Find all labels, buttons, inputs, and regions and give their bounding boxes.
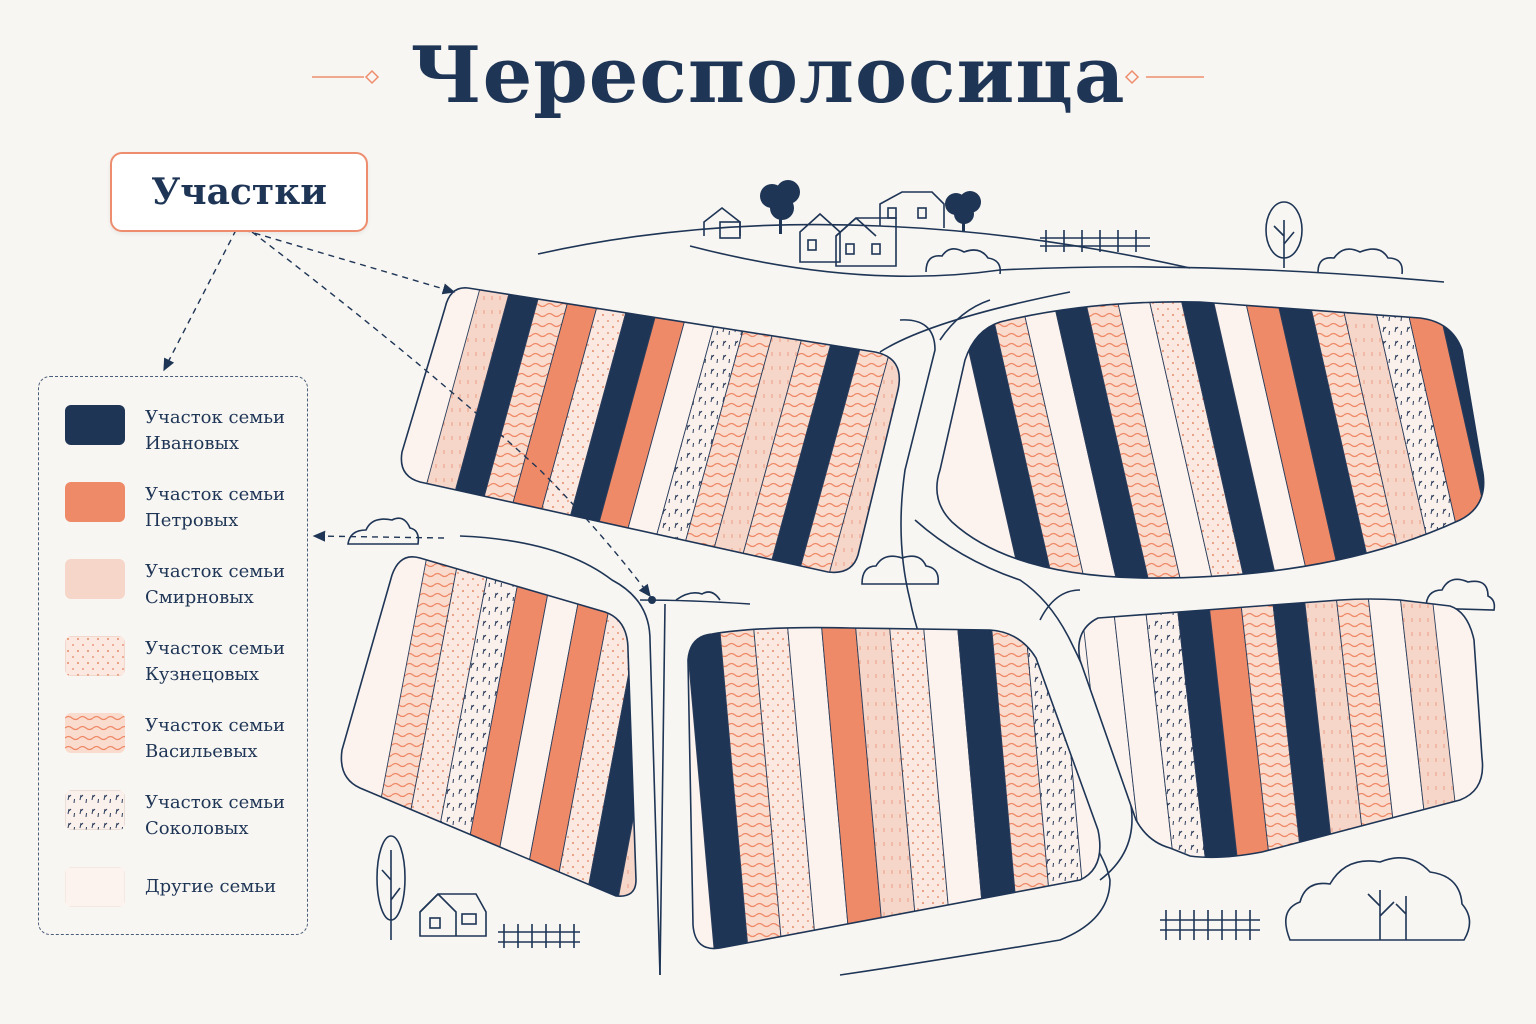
- legend-label-smirnov: Участок семьи Смирновых: [145, 561, 286, 608]
- strip-ivanov: [760, 287, 883, 573]
- legend-swatch-other: [65, 867, 125, 907]
- strip-vasiliev: [986, 301, 1090, 579]
- field-top-left: [400, 287, 900, 574]
- legend-swatch-sokolov: [65, 790, 125, 830]
- strip-sokolov: [1370, 301, 1474, 579]
- strip-petrov: [1207, 599, 1271, 858]
- strip-petrov: [1242, 301, 1346, 579]
- legend-item-petrov: Участок семьи Петровых: [65, 482, 305, 542]
- road-junction-dot: [648, 596, 656, 604]
- field-bottom-right: [1078, 598, 1484, 859]
- page-title: Чересполосица: [410, 30, 1126, 121]
- legend-label-kuznetsov: Участок семьи Кузнецовых: [145, 638, 286, 685]
- legend-label-vasiliev: Участок семьи Васильевых: [145, 715, 286, 762]
- plots-label: Участки: [151, 171, 327, 213]
- strip-sokolov: [423, 556, 527, 897]
- strip-sokolov: [638, 287, 761, 573]
- legend-item-sokolov: Участок семьи Соколовых: [65, 790, 305, 850]
- legend-swatch-ivanov: [65, 405, 125, 445]
- field-bottom-center: [687, 626, 1101, 950]
- roads: [459, 291, 1133, 976]
- strip-vasiliev: [990, 627, 1056, 949]
- legend-item-vasiliev: Участок семьи Васильевых: [65, 713, 305, 773]
- legend-label-petrov: Участок семьи Петровых: [145, 484, 286, 531]
- legend-item-other: Другие семьи: [65, 867, 305, 927]
- strip-ivanov: [688, 627, 750, 949]
- legend-swatch-kuznetsov: [65, 636, 125, 676]
- plots-label-box: Участки: [110, 152, 368, 232]
- decor-lower: [347, 517, 1496, 948]
- strip-petrov: [519, 556, 623, 897]
- strip-kuznetsov: [888, 627, 954, 949]
- legend-swatch-vasiliev: [65, 713, 125, 753]
- fields-layer: [340, 287, 1485, 950]
- legend-label-ivanov: Участок семьи Ивановых: [145, 407, 286, 454]
- strip-other: [1114, 301, 1218, 579]
- strip-vasiliev: [1306, 301, 1410, 579]
- strip-other: [1210, 301, 1314, 579]
- strip-petrov: [577, 287, 700, 573]
- field-outline: [400, 287, 900, 574]
- strip-vasiliev: [718, 627, 784, 949]
- legend-label-sokolov: Участок семьи Соколовых: [145, 792, 286, 839]
- strip-smirnov: [1303, 599, 1367, 858]
- strip-kuznetsov: [752, 627, 818, 949]
- strip-other: [1111, 599, 1175, 858]
- village-hill: [537, 191, 1445, 283]
- strip-other: [1367, 599, 1431, 858]
- legend-item-kuznetsov: Участок семьи Кузнецовых: [65, 636, 305, 696]
- strip-vasiliev: [1335, 599, 1399, 858]
- strip-ivanov: [1178, 301, 1282, 579]
- strip-smirnov: [1338, 301, 1442, 579]
- strip-kuznetsov: [1146, 301, 1250, 579]
- strip-petrov: [455, 556, 559, 897]
- field-outline: [936, 301, 1485, 579]
- strip-ivanov: [1271, 599, 1335, 858]
- strip-other: [786, 627, 852, 949]
- strip-sokolov: [1143, 599, 1207, 858]
- strip-smirnov: [821, 287, 900, 573]
- strip-vasiliev: [729, 287, 852, 573]
- strip-vasiliev: [1082, 301, 1186, 579]
- strip-other: [487, 556, 591, 897]
- field-top-right: [936, 301, 1485, 579]
- title-ornament-right: [1124, 69, 1204, 85]
- field-outline: [687, 626, 1101, 950]
- legend-swatch-smirnov: [65, 559, 125, 599]
- field-outline: [340, 556, 637, 897]
- field-outline: [1078, 598, 1484, 859]
- strip-vasiliev: [1239, 599, 1303, 858]
- strip-ivanov: [954, 301, 1058, 579]
- legend-item-ivanov: Участок семьи Ивановых: [65, 405, 305, 465]
- strip-smirnov: [1399, 599, 1463, 858]
- legend-label-other: Другие семьи: [145, 876, 277, 897]
- strip-sokolov: [1024, 627, 1090, 949]
- legend: Участок семьи Ивановых Участок семьи Пет…: [38, 376, 308, 935]
- strip-other: [607, 287, 730, 573]
- strip-other: [1018, 301, 1122, 579]
- strip-ivanov: [1274, 301, 1378, 579]
- strip-smirnov: [854, 627, 920, 949]
- strip-ivanov: [1050, 301, 1154, 579]
- legend-swatch-petrov: [65, 482, 125, 522]
- strip-ivanov: [956, 627, 1022, 949]
- village-trees: [760, 180, 981, 234]
- title-ornament-left: [312, 69, 380, 85]
- strip-vasiliev: [668, 287, 791, 573]
- strip-smirnov: [699, 287, 822, 573]
- legend-item-smirnov: Участок семьи Смирновых: [65, 559, 305, 619]
- pointer-arrows: [163, 229, 651, 598]
- strip-ivanov: [1175, 599, 1239, 858]
- strip-other: [922, 627, 988, 949]
- strip-petrov: [820, 627, 886, 949]
